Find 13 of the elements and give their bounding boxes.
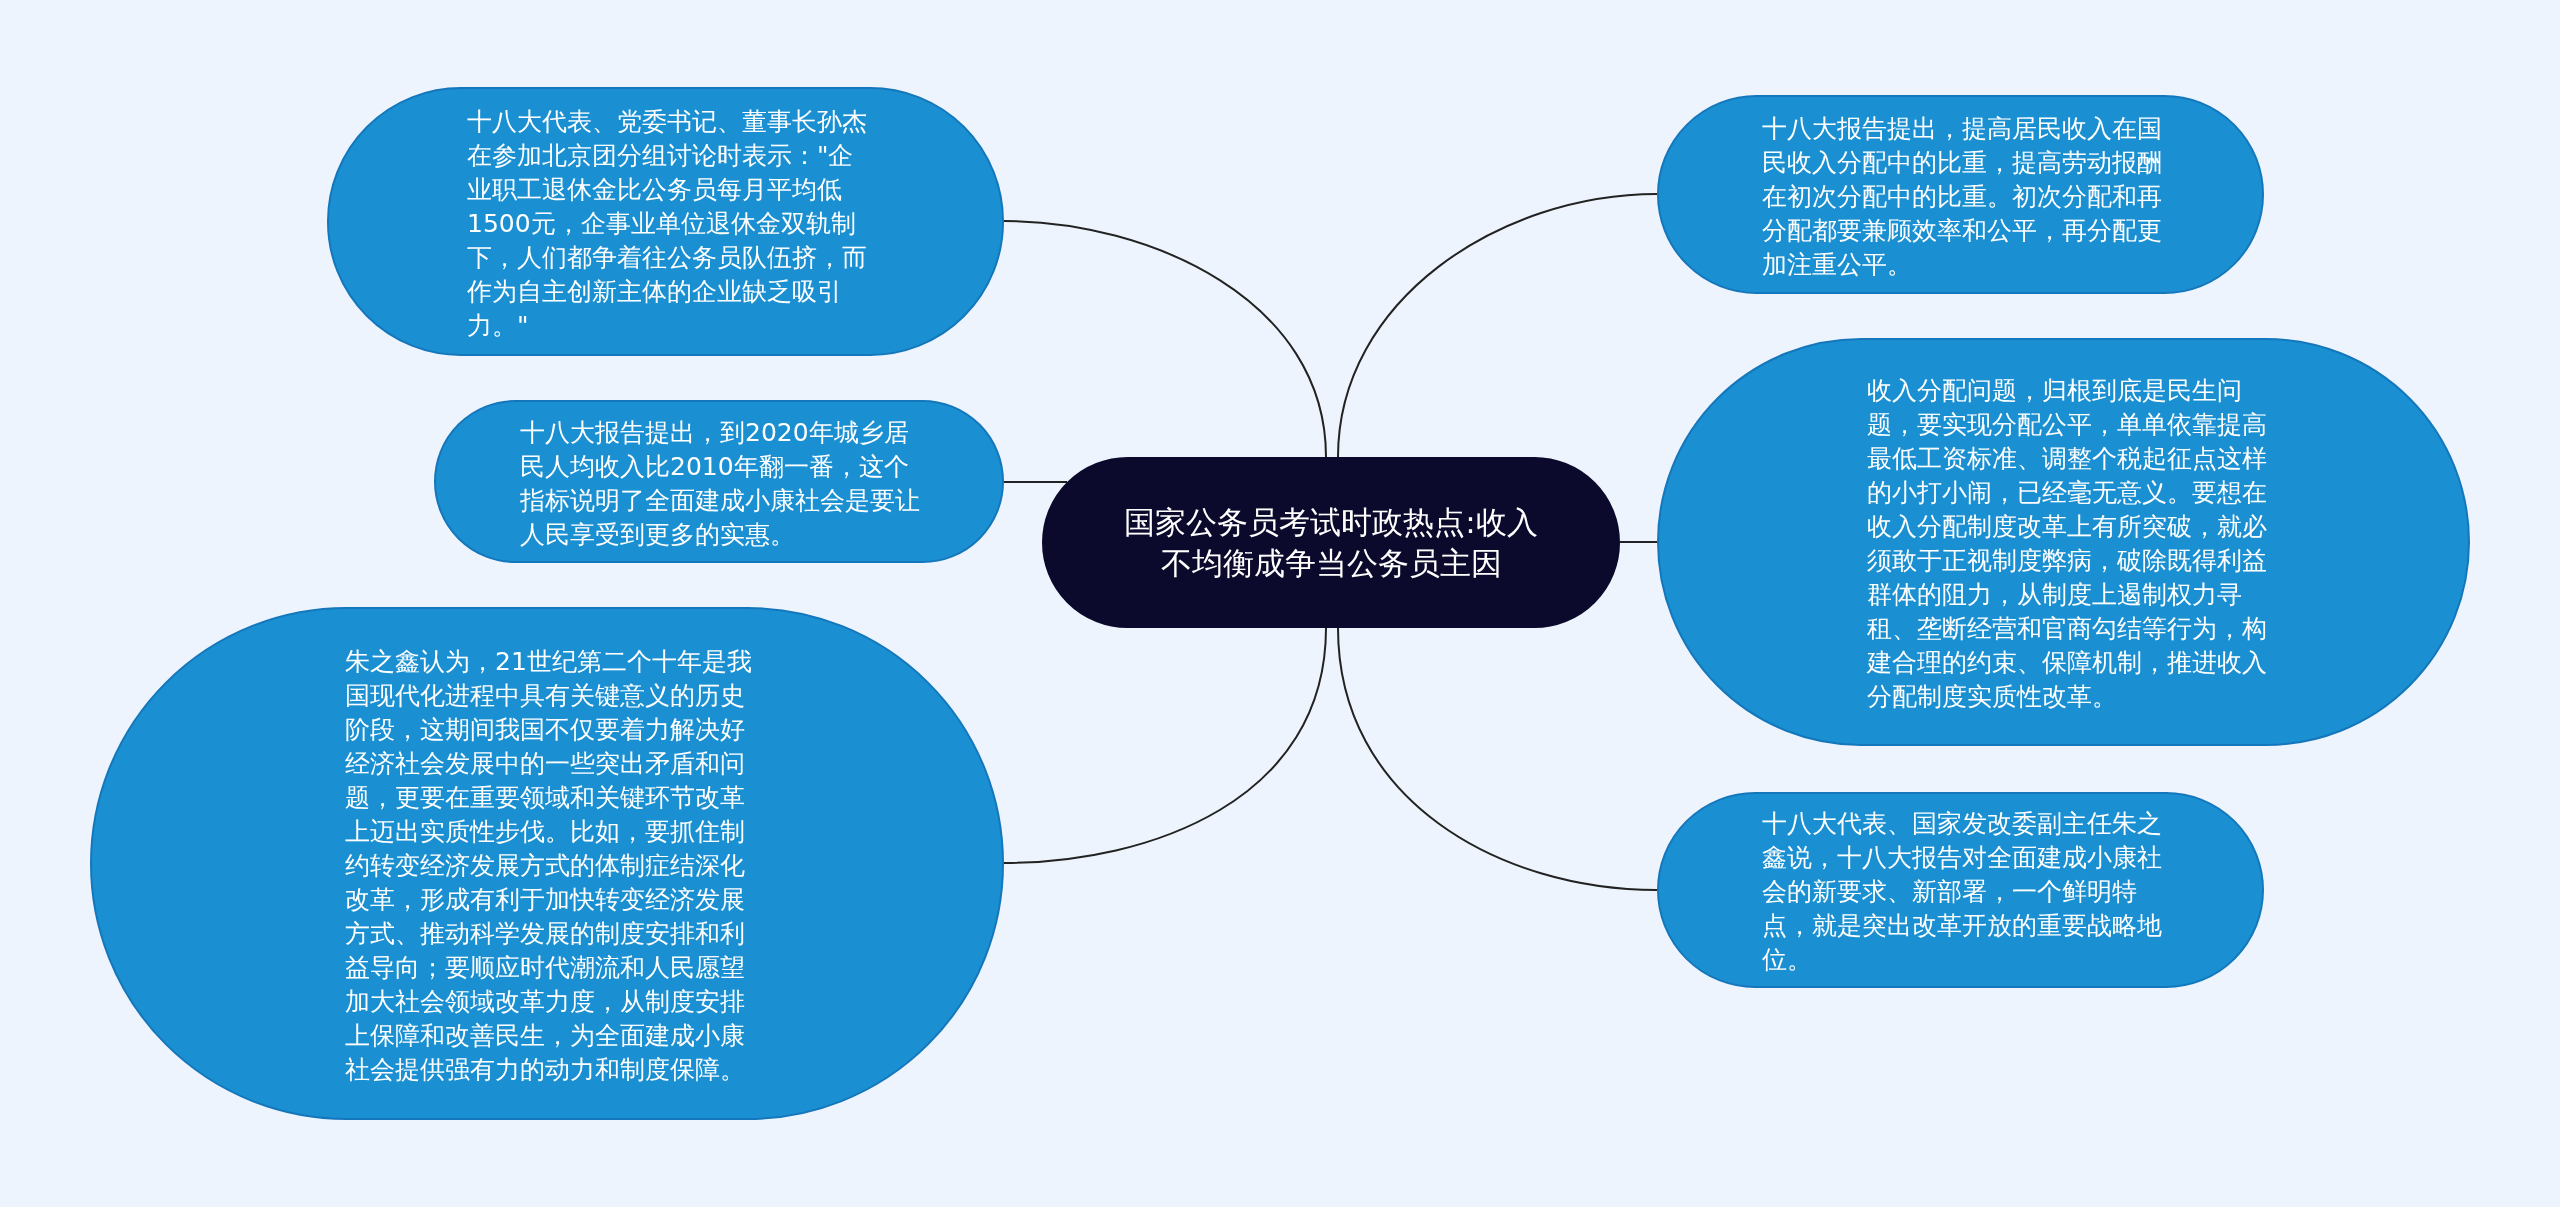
connector-line (1003, 481, 1068, 483)
bubble-text: 十八大代表、国家发改委副主任朱之鑫说，十八大报告对全面建成小康社会的新要求、新部署，一个鲜明特点，就是突出改革开放的重要战略地位。 (1762, 808, 2163, 976)
bubble-text: 朱之鑫认为，21世纪第二个十年是我国现代化进程中具有关键意义的历史阶段，这期间我国不仅要着力解决好经济社会发展中的一些突出矛盾和问题，更要在重要领域和关键环节改革上迈出实质性步伐。比如，要抓住制约转变经济发展方式的体制症结深化改革，形成有利于加快转变经济发展方式、推动科学发展的制度安排和利益导向；要顺应时代潮流和人民愿望加大社会领域改革力度，从制度安排上保障和改善民生，为全面建成小康社会提供强有力的动力和制度保障。 (345, 645, 753, 1086)
connector-line (1337, 193, 1658, 458)
connector-line (1003, 220, 1327, 458)
connector-line (1003, 627, 1327, 864)
bubble-text: 收入分配问题，归根到底是民生问题，要实现分配公平，单单依靠提高最低工资标准、调整个税起征点这样的小打小闹，已经毫无意义。要想在收入分配制度改革上有所突破，就必须敢于正视制度弊病，破除既得利益群体的阻力，从制度上遏制权力寻租、垄断经营和官商勾结等行为，构建合理的约束、保障机制，推进收入分配制度实质性改革。 (1867, 375, 2268, 713)
central-topic: 国家公务员考试时政热点:收入不均衡成争当公务员主因 (1042, 457, 1620, 628)
bubble-text: 十八大报告提出，提高居民收入在国民收入分配中的比重，提高劳动报酬在初次分配中的比重。初次分配和再分配都要兼顾效率和公平，再分配更加注重公平。 (1762, 112, 2163, 281)
connector-line (1619, 541, 1658, 543)
bubble-text: 十八大报告提出，到2020年城乡居民人均收入比2010年翻一番，这个指标说明了全面建成小康社会是要让人民享受到更多的实惠。 (520, 416, 921, 551)
connector-line (1337, 627, 1658, 891)
bubble-text: 十八大代表、党委书记、董事长孙杰在参加北京团分组讨论时表示："企业职工退休金比公务员每月平均低1500元，企事业单位退休金双轨制下，人们都争着往公务员队伍挤，而作为自主创新主体的企业缺乏吸引力。" (467, 105, 868, 342)
